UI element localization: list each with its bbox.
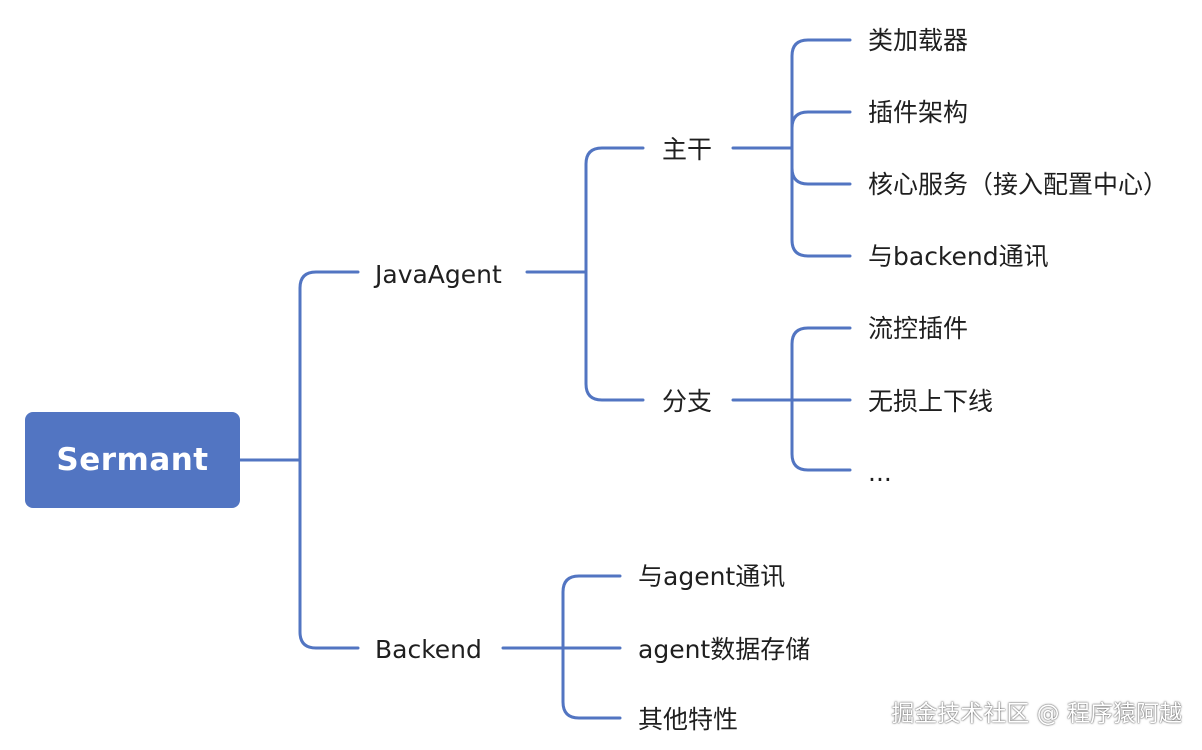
- node-branch-item-3: ...: [868, 458, 892, 487]
- node-backend: Backend: [375, 635, 482, 664]
- root-node: Sermant: [25, 412, 240, 508]
- watermark-text: 掘金技术社区 @ 程序猿阿越: [891, 701, 1182, 727]
- node-branch: 分支: [662, 387, 713, 416]
- node-branch-item-1: 流控插件: [868, 314, 969, 343]
- connector-branch-item-3: [790, 398, 852, 472]
- node-trunk-item-2: 插件架构: [868, 98, 969, 127]
- connector-root-to-javaagent: [298, 270, 360, 462]
- connector-trunk-item-2: [790, 110, 852, 150]
- node-trunk-item-1: 类加载器: [868, 26, 969, 55]
- connector-backend-item-3: [561, 646, 622, 720]
- node-trunk-item-3: 核心服务（接入配置中心）: [868, 170, 1169, 199]
- connector-javaagent-to-branch: [584, 270, 645, 402]
- root-label: Sermant: [56, 442, 209, 478]
- node-trunk: 主干: [662, 135, 713, 164]
- node-backend-item-2: agent数据存储: [638, 635, 811, 664]
- node-backend-item-1: 与agent通讯: [638, 562, 786, 591]
- connector-root-to-backend: [298, 458, 360, 650]
- connector-javaagent-to-trunk: [584, 146, 645, 274]
- node-branch-item-2: 无损上下线: [868, 387, 994, 416]
- connector-trunk-item-1: [790, 38, 852, 150]
- connector-trunk-item-3: [790, 146, 852, 186]
- connector-backend-item-1: [561, 574, 622, 650]
- node-trunk-item-4: 与backend通讯: [868, 242, 1049, 271]
- connector-trunk-item-4: [790, 146, 852, 258]
- node-javaagent: JavaAgent: [375, 260, 502, 289]
- connector-branch-item-1: [790, 326, 852, 402]
- node-backend-item-3: 其他特性: [638, 705, 739, 734]
